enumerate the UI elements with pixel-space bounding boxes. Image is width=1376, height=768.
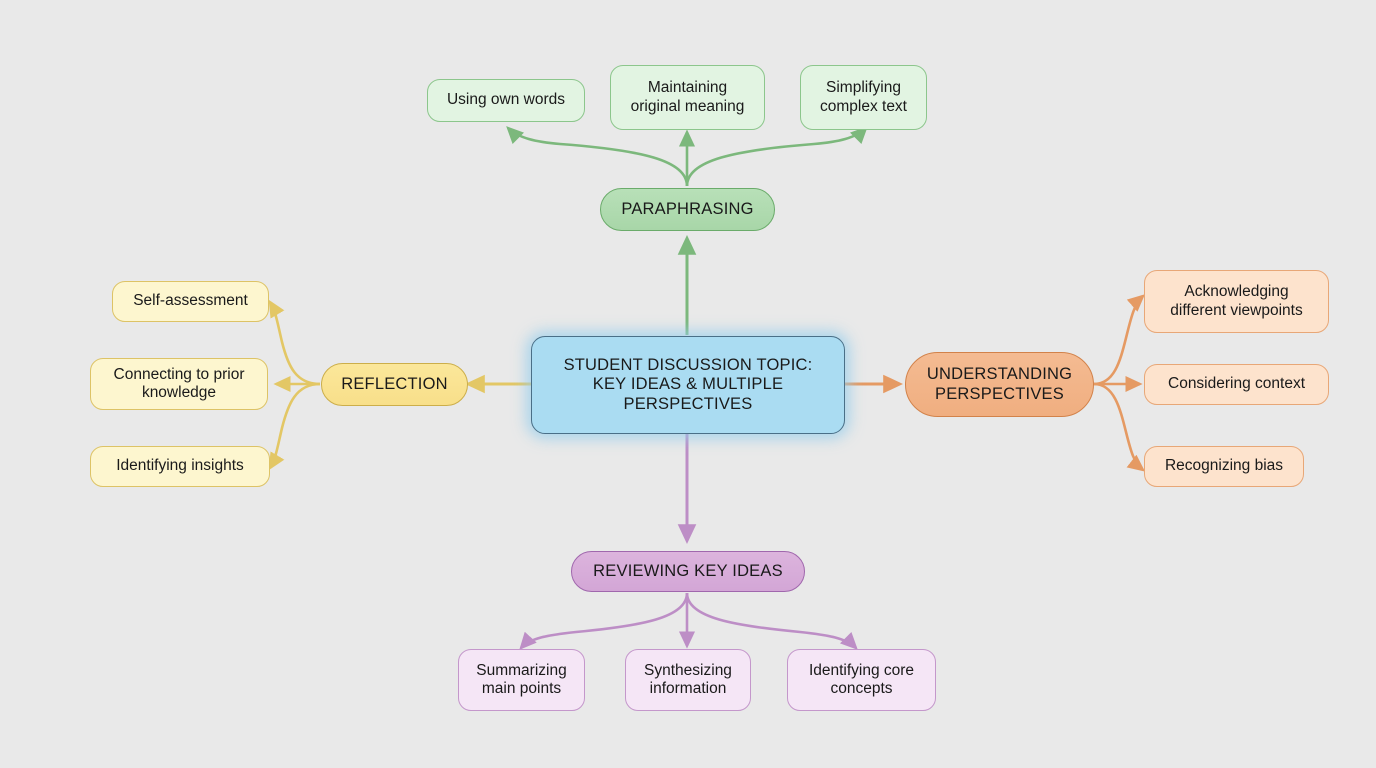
leaf-node-summarizing-main-points[interactable]: Summarizing main points — [458, 649, 585, 711]
branch-node-reviewing-key-ideas[interactable]: REVIEWING KEY IDEAS — [571, 551, 805, 592]
edge-reflection-to-child-3 — [268, 382, 321, 471]
edge-paraphrasing-to-child-3 — [685, 126, 868, 187]
leaf-node-recognizing-bias[interactable]: Recognizing bias — [1144, 446, 1304, 487]
branch-node-paraphrasing[interactable]: PARAPHRASING — [600, 188, 775, 231]
edge-reflection-to-child-1 — [268, 299, 321, 386]
edge-reviewing-key-ideas-to-child-3 — [685, 592, 858, 650]
central-node[interactable]: STUDENT DISCUSSION TOPIC: KEY IDEAS & MU… — [531, 336, 845, 434]
leaf-node-synthesizing-information[interactable]: Synthesizing information — [625, 649, 751, 711]
edge-paraphrasing-to-child-1 — [506, 126, 689, 187]
edge-understanding-perspectives-to-child-1 — [1093, 294, 1145, 386]
leaf-node-using-own-words[interactable]: Using own words — [427, 79, 585, 122]
leaf-node-simplifying-complex-text[interactable]: Simplifying complex text — [800, 65, 927, 130]
edge-reviewing-key-ideas-to-child-1 — [519, 592, 689, 650]
leaf-node-acknowledging-different-viewpoints[interactable]: Acknowledging different viewpoints — [1144, 270, 1329, 333]
leaf-node-identifying-core-concepts[interactable]: Identifying core concepts — [787, 649, 936, 711]
branch-node-understanding-perspectives[interactable]: UNDERSTANDING PERSPECTIVES — [905, 352, 1094, 417]
branch-node-reflection[interactable]: REFLECTION — [321, 363, 468, 406]
leaf-node-connecting-to-prior-knowledge[interactable]: Connecting to prior knowledge — [90, 358, 268, 410]
leaf-node-self-assessment[interactable]: Self-assessment — [112, 281, 269, 322]
leaf-node-considering-context[interactable]: Considering context — [1144, 364, 1329, 405]
edge-understanding-perspectives-to-child-3 — [1093, 382, 1146, 472]
leaf-node-identifying-insights[interactable]: Identifying insights — [90, 446, 270, 487]
leaf-node-maintaining-original-meaning[interactable]: Maintaining original meaning — [610, 65, 765, 130]
